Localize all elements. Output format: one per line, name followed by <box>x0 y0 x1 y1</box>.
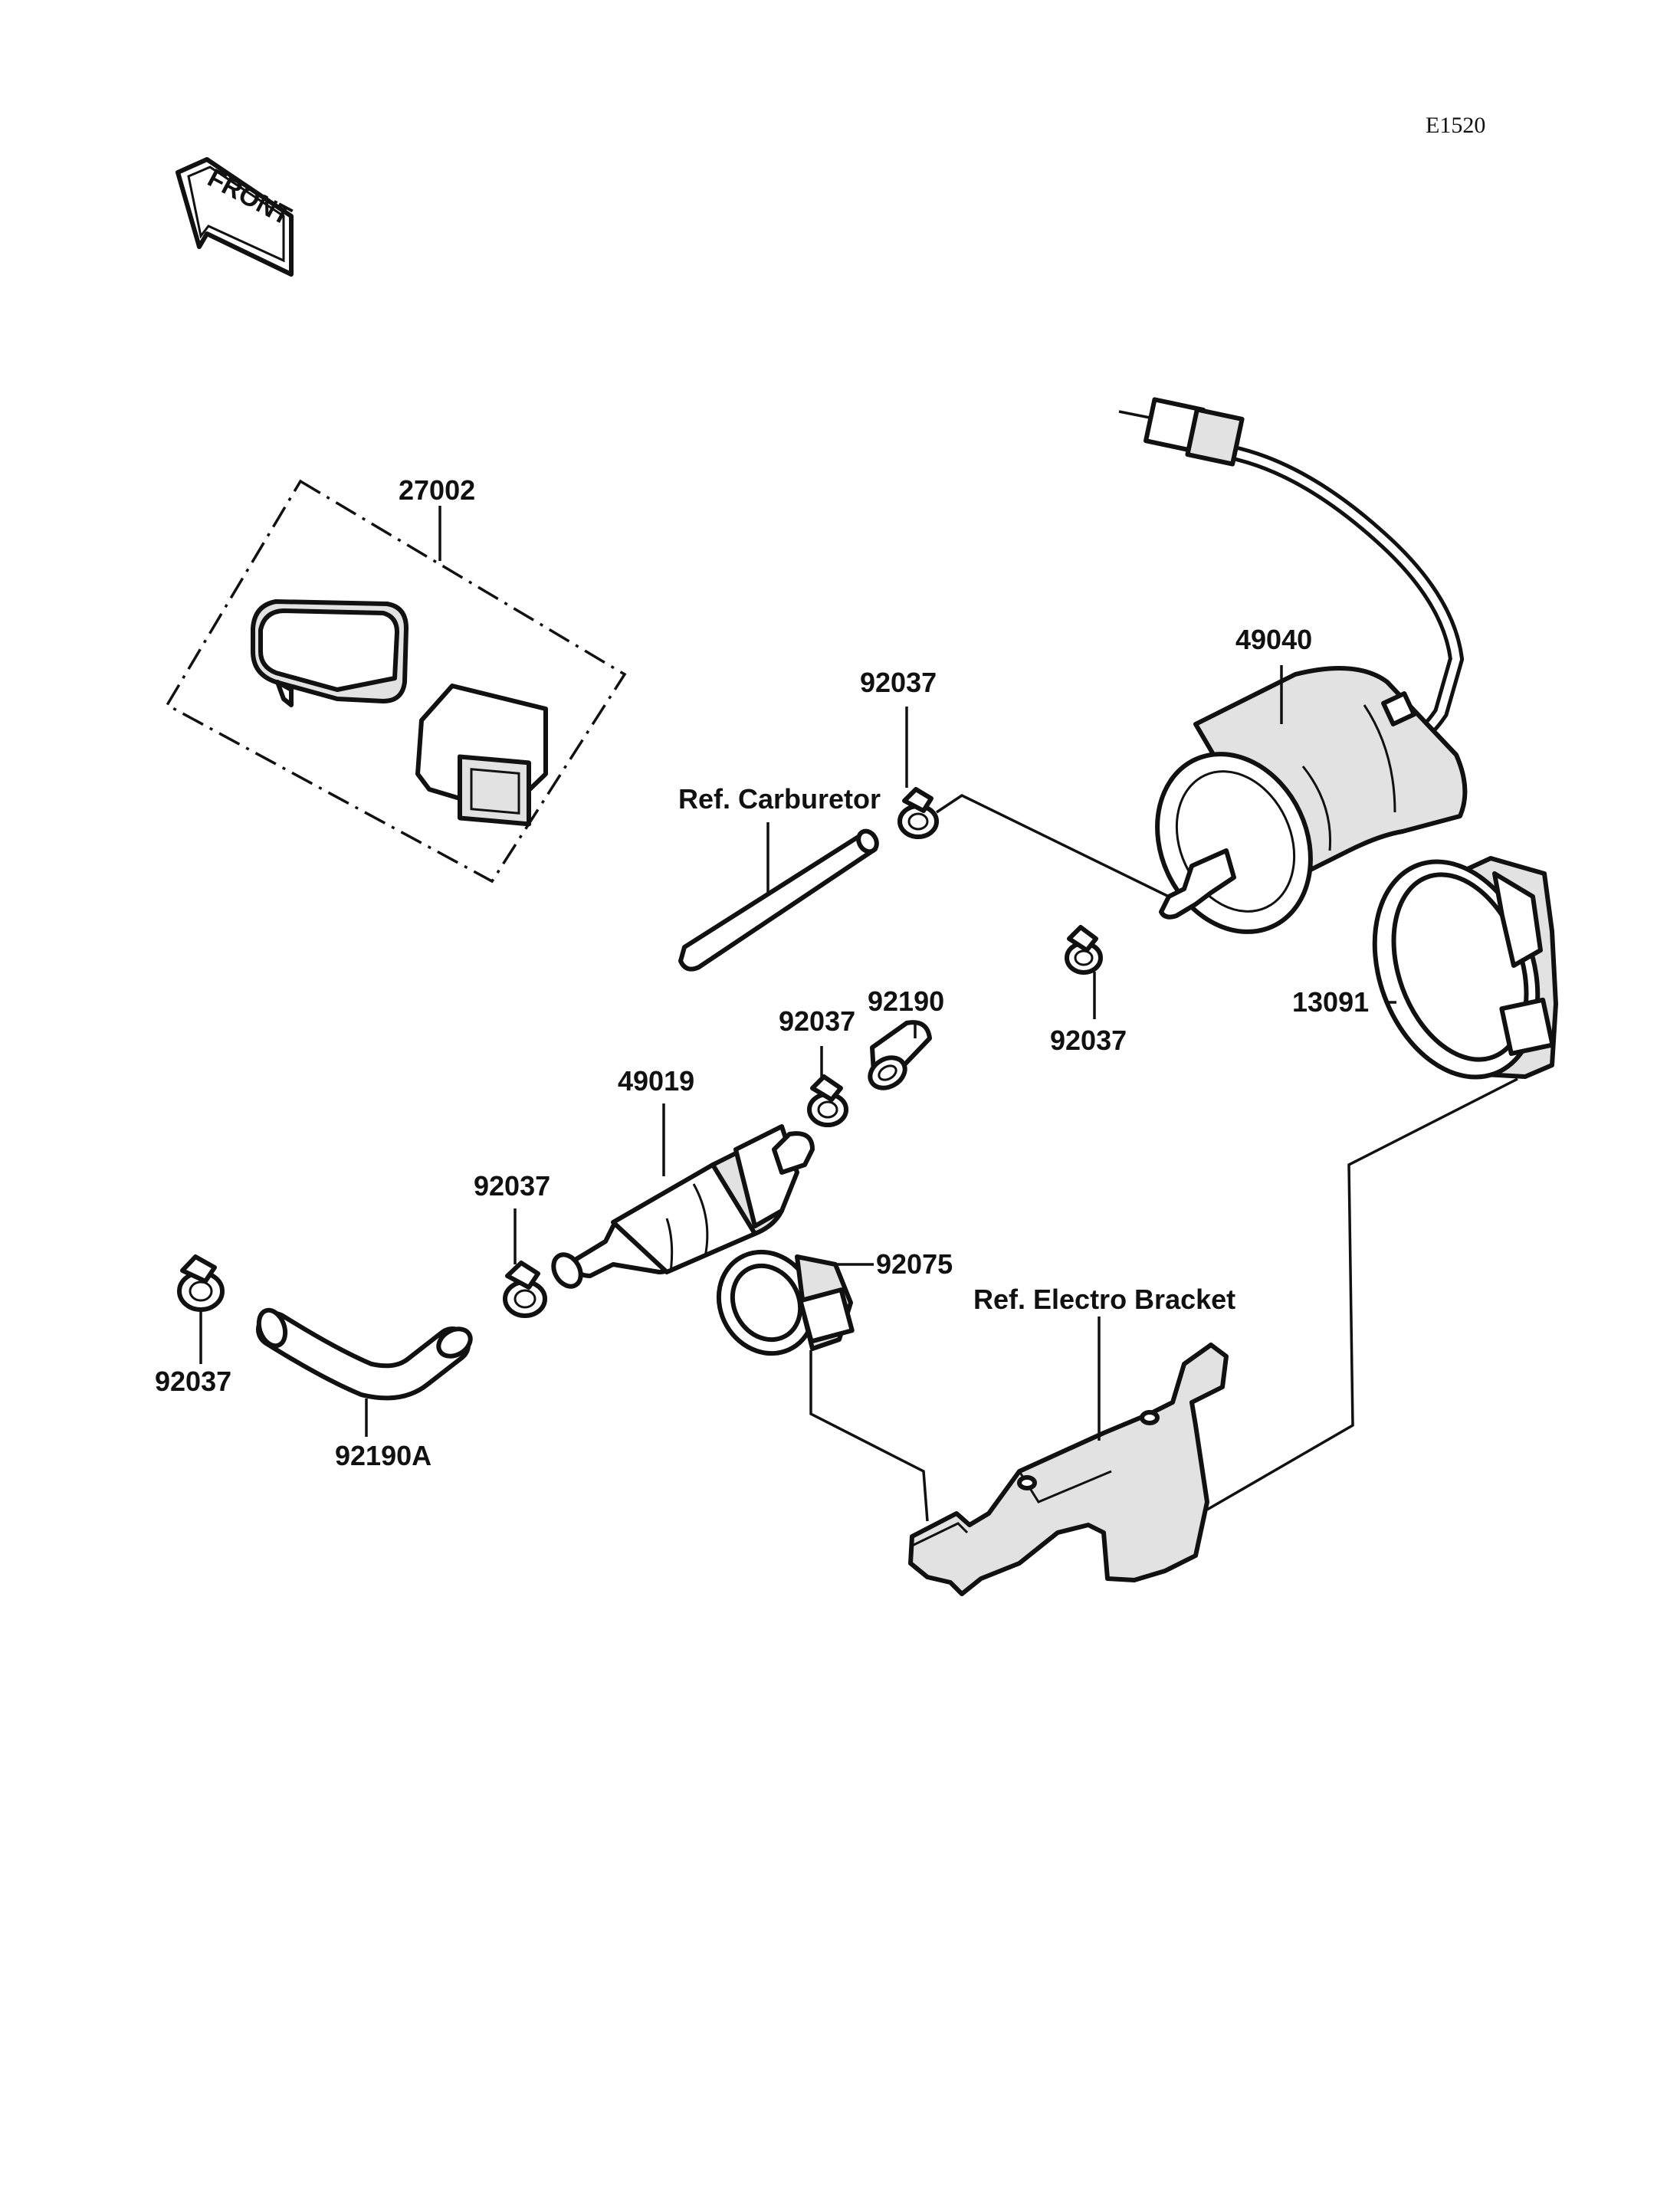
leader-pump-outlet <box>936 793 1170 898</box>
clamp-92037-mid <box>807 1074 848 1127</box>
label-carburetor-ref: Ref. Carburetor <box>678 783 881 815</box>
label-92075: 92075 <box>876 1248 953 1280</box>
clamp-92037-top <box>897 787 939 839</box>
diagram-code: E1520 <box>1426 113 1485 138</box>
electro-bracket <box>908 1343 1229 1596</box>
relay-kit-27002 <box>165 479 627 884</box>
label-92037-left: 92037 <box>155 1366 231 1397</box>
clamp-92037-mid-right <box>1065 925 1103 975</box>
carburetor-hose <box>678 828 879 972</box>
label-92037-top: 92037 <box>860 667 937 698</box>
label-27002: 27002 <box>399 474 475 506</box>
fuel-filter-49019 <box>551 1124 815 1289</box>
front-arrow-icon: FRONT <box>176 157 296 277</box>
label-49019: 49019 <box>618 1065 694 1097</box>
hose-92190A <box>256 1307 473 1401</box>
fuel-pump-49040 <box>1118 397 1468 934</box>
label-92190A: 92190A <box>335 1440 431 1471</box>
leader-13091-bracket <box>1206 1077 1518 1511</box>
band-92075 <box>716 1249 855 1356</box>
label-92190: 92190 <box>868 985 944 1017</box>
label-92037-mid: 92037 <box>779 1005 855 1037</box>
clamp-92037-left <box>177 1254 225 1312</box>
label-13091: 13091 <box>1292 986 1369 1018</box>
label-49040: 49040 <box>1235 624 1312 655</box>
band-13091 <box>1372 856 1558 1080</box>
label-92037-filter: 92037 <box>474 1170 550 1202</box>
leader-92075-bracket <box>809 1350 929 1522</box>
hose-92190 <box>868 1020 932 1090</box>
label-electro-bracket-ref: Ref. Electro Bracket <box>973 1284 1235 1315</box>
label-92037-mid-right: 92037 <box>1050 1025 1127 1056</box>
clamp-92037-filter <box>503 1261 547 1318</box>
